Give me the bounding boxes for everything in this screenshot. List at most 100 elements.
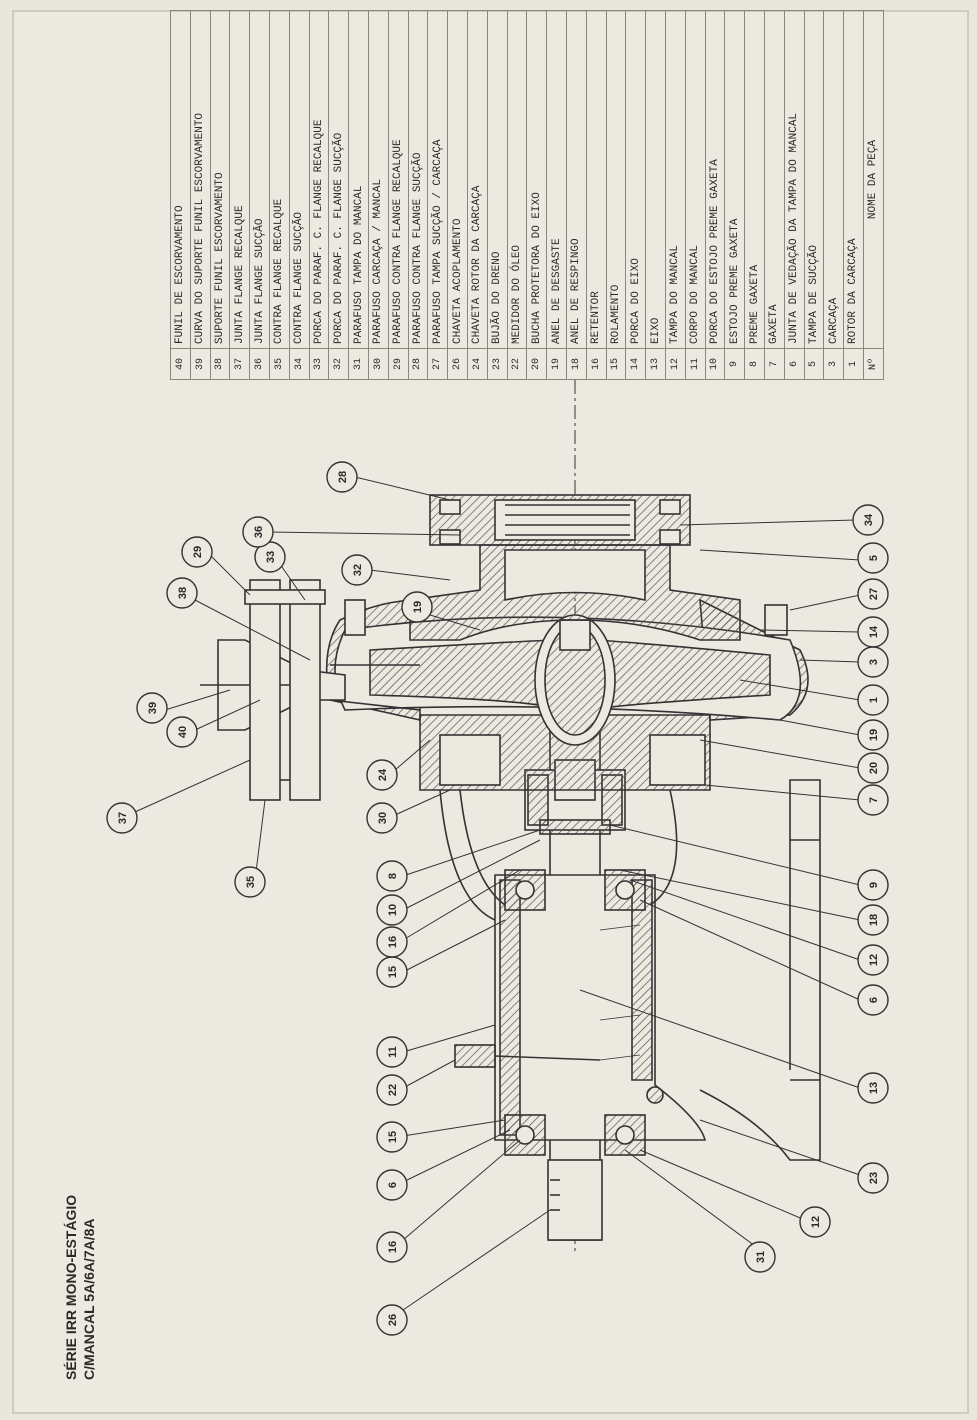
callout-circle: 23 [857,1162,889,1194]
part-number: 6 [784,348,804,380]
part-number: 16 [586,348,607,380]
callout-circle: 20 [857,752,889,784]
callout-circle: 31 [744,1241,776,1273]
part-number: 29 [388,348,409,380]
part-number: 39 [190,348,211,380]
callout-label: 3 [868,659,880,665]
callout-circle: 22 [376,1074,408,1106]
callout-label: 15 [387,1131,399,1143]
part-number: 34 [289,348,310,380]
title-line-2: C/MANCAL 5A/6A/7A/8A [81,1218,97,1380]
callout-circle: 5 [857,542,889,574]
callout-label: 23 [868,1172,880,1184]
callout-label: 37 [117,812,129,824]
callout-label: 26 [387,1314,399,1326]
part-number: 5 [804,348,824,380]
callout-label: 24 [377,768,389,781]
callout-circle: 34 [852,504,884,536]
part-name: ROLAMENTO [606,10,626,349]
drawing-sheet [12,10,969,1414]
part-name: PORCA DO EIXO [625,10,646,349]
title-line-1: SÉRIE IRR MONO-ESTÁGIO [63,1194,79,1380]
part-name: CONTRA FLANGE RECALQUE [269,10,290,349]
part-number: 13 [645,348,666,380]
part-name: ROTOR DA CARCAÇA [843,10,864,349]
part-number: 27 [427,348,448,380]
callout-circle: 18 [857,904,889,936]
callout-circle: 16 [376,926,408,958]
part-name: BUJÃO DO DRENO [487,10,508,349]
callout-circle: 33 [254,541,286,573]
callout-label: 19 [868,729,880,741]
callout-circle: 12 [857,944,889,976]
callout-circle: 14 [857,616,889,648]
callout-label: 32 [352,564,364,576]
part-name: PORCA DO PARAF. C. FLANGE SUCÇÃO [328,10,349,349]
callout-label: 7 [868,797,880,803]
callout-circle: 6 [857,984,889,1016]
callout-label: 1 [868,697,880,703]
part-name: MEDIDOR DO ÓLEO [507,10,527,349]
part-name: PARAFUSO TAMPA DO MANCAL [348,10,369,349]
part-name: SUPORTE FUNIL ESCORVAMENTO [210,10,230,349]
part-number: 37 [229,348,250,380]
part-name: JUNTA FLANGE RECALQUE [229,10,250,349]
part-number: 26 [447,348,468,380]
callout-label: 33 [265,551,277,563]
drawing-title: SÉRIE IRR MONO-ESTÁGIO C/MANCAL 5A/6A/7A… [62,1080,122,1380]
callout-label: 22 [387,1084,399,1096]
callout-circle: 30 [366,802,398,834]
callout-label: 19 [412,601,424,613]
part-number: 31 [348,348,369,380]
callout-label: 30 [377,812,389,824]
callout-circle: 7 [857,784,889,816]
callout-label: 36 [253,526,265,538]
callouts: 26 16 6 15 22 11 15 16 10 8 30 24 37 35 … [106,461,889,1336]
callout-circle: 15 [376,1121,408,1153]
callout-circle: 28 [326,461,358,493]
part-name: TAMPA DO MANCAL [665,10,686,349]
callout-label: 9 [868,882,880,888]
callout-label: 20 [868,762,880,774]
callout-label: 40 [177,726,189,738]
callout-label: 8 [387,873,399,879]
part-name: PORCA DO PARAF. C. FLANGE RECALQUE [309,10,329,349]
part-number: 1 [843,348,864,380]
part-number: 8 [744,348,765,380]
callout-circle: 1 [857,684,889,716]
part-name: TAMPA DE SUCÇÃO [804,10,824,349]
part-number: 35 [269,348,290,380]
part-name: PARAFUSO CONTRA FLANGE SUCÇÃO [408,10,428,349]
callout-circle: 29 [181,536,213,568]
part-name: GAXETA [764,10,785,349]
callout-label: 16 [387,936,399,948]
part-number: 20 [526,348,547,380]
callout-label: 12 [868,954,880,966]
callout-circle: 8 [376,860,408,892]
part-number: 14 [625,348,646,380]
part-number: 23 [487,348,508,380]
callout-label: 5 [868,555,880,561]
callout-label: 39 [147,702,159,714]
